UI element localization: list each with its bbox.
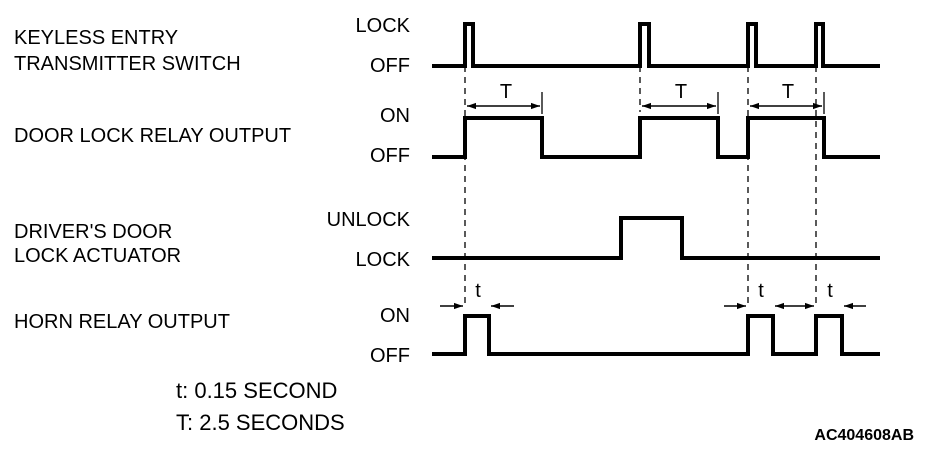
state-label-horn-low: OFF (370, 345, 410, 367)
legend-short-interval: t: 0.15 SECOND (176, 378, 337, 403)
waveform-keyless-entry-switch (432, 22, 880, 68)
long-interval-label-3: T (782, 81, 794, 103)
short-interval-label-3: t (827, 280, 833, 302)
long-interval-label-2: T (675, 81, 687, 103)
signal-label-drivers-door-line2: LOCK ACTUATOR (14, 245, 181, 267)
state-label-actuator-low: LOCK (356, 249, 411, 271)
state-label-relay-high: ON (380, 105, 410, 127)
signal-label-door-lock-relay: DOOR LOCK RELAY OUTPUT (14, 125, 291, 147)
legend-long-interval: T: 2.5 SECONDS (176, 410, 345, 435)
short-interval-label-2: t (758, 280, 764, 302)
state-label-keyless-high: LOCK (356, 15, 411, 37)
state-label-relay-low: OFF (370, 145, 410, 167)
state-label-horn-high: ON (380, 305, 410, 327)
long-interval-label-1: T (500, 81, 512, 103)
signal-label-drivers-door-line1: DRIVER'S DOOR (14, 221, 172, 243)
signal-label-keyless-entry-line2: TRANSMITTER SWITCH (14, 53, 241, 75)
signal-label-keyless-entry-line1: KEYLESS ENTRY (14, 27, 178, 49)
signal-label-horn-relay: HORN RELAY OUTPUT (14, 311, 230, 333)
state-label-actuator-high: UNLOCK (327, 209, 411, 231)
reference-code: AC404608AB (814, 427, 914, 444)
short-interval-label-1: t (475, 280, 481, 302)
waveform-door-lock-relay-output (432, 116, 880, 159)
waveform-horn-relay-output (432, 314, 880, 356)
state-label-keyless-low: OFF (370, 55, 410, 77)
waveform-drivers-door-lock-actuator (432, 216, 880, 260)
